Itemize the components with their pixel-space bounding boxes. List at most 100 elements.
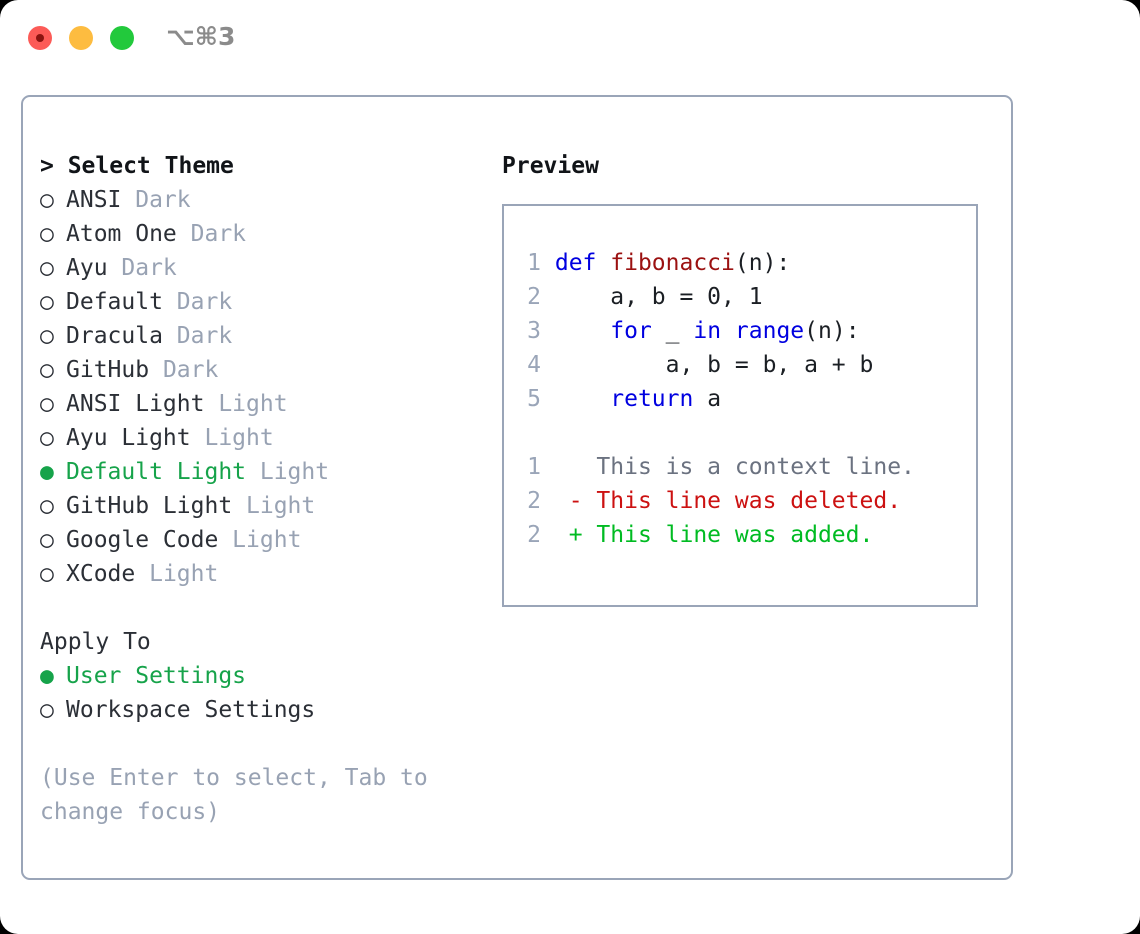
line-number: 2 [527,522,541,548]
diff-line: 2 + This line was added. [515,518,970,552]
line-number: 3 [527,318,541,344]
select-theme-heading: > Select Theme [40,153,234,179]
zoom-button[interactable] [110,26,134,50]
theme-option-label: GitHub Light [66,493,233,519]
diff-sign: - [568,488,597,514]
theme-option-variant: Light [190,425,274,451]
theme-option-label: GitHub [66,357,150,383]
diff-text: This is a context line. [596,454,915,480]
theme-option-variant: Light [218,527,302,553]
close-button[interactable] [28,26,52,50]
theme-option-label: Google Code [66,527,219,553]
radio-unselected-icon: ○ [40,391,54,417]
code-token: _ [651,318,694,344]
apply-to-option-label: User Settings [66,663,247,689]
code-token: for [610,318,652,344]
diff-line: 2 - This line was deleted. [515,484,970,518]
line-number: 4 [527,352,541,378]
theme-option-ansi-light[interactable]: ○ ANSI Light Light [40,387,480,421]
minimize-button[interactable] [69,26,93,50]
theme-option-label: Ayu [66,255,108,281]
theme-option-github[interactable]: ○GitHub Dark [40,353,480,387]
theme-option-ayu-light[interactable]: ○ Ayu Light Light [40,421,480,455]
code-token: fibonacci [610,250,735,276]
diff-sign: + [568,522,597,548]
theme-option-variant: Dark [162,323,233,349]
theme-option-label: Dracula [66,323,163,349]
code-token: a, b = 0, 1 [554,284,763,310]
line-number: 1 [527,250,541,276]
radio-unselected-icon: ○ [40,187,54,213]
diff-sign [569,454,597,480]
code-line: 3 for _ in range(n): [515,314,970,348]
preview-column: Preview 1 def fibonacci(n):2 a, b = 0, 1… [502,149,992,607]
theme-option-default-light[interactable]: ●Default Light Light [40,455,480,489]
theme-option-variant: Light [232,493,316,519]
code-token [555,318,610,344]
theme-option-label: XCode [66,561,136,587]
theme-option-github-light[interactable]: ○ GitHub Light Light [40,489,480,523]
radio-unselected-icon: ○ [40,323,54,349]
code-token: a, b = b, a + b [554,352,874,378]
apply-to-option-label: Workspace Settings [66,697,316,723]
radio-unselected-icon: ○ [40,425,54,451]
section-spacer [40,591,480,625]
theme-option-google-code[interactable]: ○Google Code Light [40,523,480,557]
theme-option-ansi[interactable]: ○ ANSI Dark [40,183,480,217]
apply-to-heading: Apply To [40,629,151,655]
theme-option-label: ANSI Light [66,391,205,417]
radio-unselected-icon: ○ [40,255,54,281]
apply-to-option-workspace-settings[interactable]: ○ Workspace Settings [40,693,480,727]
code-token: in [693,318,722,344]
theme-option-variant: Light [246,459,330,485]
line-number: 1 [527,454,541,480]
diff-text: This line was deleted. [596,488,902,514]
theme-option-label: Ayu Light [66,425,191,451]
keyboard-shortcut-label: ⌥⌘3 [166,22,236,51]
theme-option-variant: Dark [162,289,233,315]
theme-picker-panel: > Select Theme ○ANSI Dark○Atom One Dark○… [21,95,1013,880]
theme-option-list: ○ ANSI Dark ○ Atom One Dark ○ Ayu Dark ○ Defaul… [40,183,480,591]
theme-option-dracula[interactable]: ○ Dracula Dark [40,319,480,353]
theme-option-variant: Light [135,561,219,587]
code-token: (n): [734,250,791,276]
diff-spacer [515,416,970,450]
code-token: def [554,250,611,276]
theme-option-label: Atom One [66,221,177,247]
diff-sample: 1 This is a context line.2 - This line w… [515,450,970,552]
code-token [555,386,610,412]
radio-selected-icon: ● [40,663,54,689]
theme-option-variant: Dark [149,357,219,383]
preview-heading: Preview [502,153,599,179]
diff-text: This line was added. [596,522,874,548]
theme-option-variant: Dark [107,255,177,281]
theme-option-variant: Dark [176,221,247,247]
radio-unselected-icon: ○ [40,221,54,247]
theme-option-atom-one[interactable]: ○ Atom One Dark [40,217,480,251]
code-line: 5 return a [515,382,970,416]
theme-option-default[interactable]: ○ Default Dark [40,285,480,319]
theme-option-label: ANSI [66,187,122,213]
line-number: 2 [527,284,541,310]
radio-unselected-icon: ○ [40,493,54,519]
theme-option-ayu[interactable]: ○ Ayu Dark [40,251,480,285]
radio-unselected-icon: ○ [40,697,54,723]
theme-option-xcode[interactable]: ○ XCode Light [40,557,480,591]
theme-option-variant: Dark [121,187,191,213]
radio-selected-icon: ● [40,459,54,485]
theme-option-label: Default [66,289,163,315]
code-token: (n): [804,318,860,344]
line-number: 5 [527,386,541,412]
radio-unselected-icon: ○ [40,289,54,315]
title-bar: ⌥⌘3 [0,0,1140,78]
code-line: 1 def fibonacci(n): [515,246,970,280]
radio-unselected-icon: ○ [40,561,54,587]
theme-option-variant: Light [204,391,288,417]
diff-line: 1 This is a context line. [515,450,970,484]
keyboard-hint-text: (Use Enter to select, Tab to change focu… [40,765,428,825]
apply-to-option-user-settings[interactable]: ● User Settings [40,659,480,693]
theme-selection-column: > Select Theme ○ANSI Dark○Atom One Dark○… [40,149,480,829]
